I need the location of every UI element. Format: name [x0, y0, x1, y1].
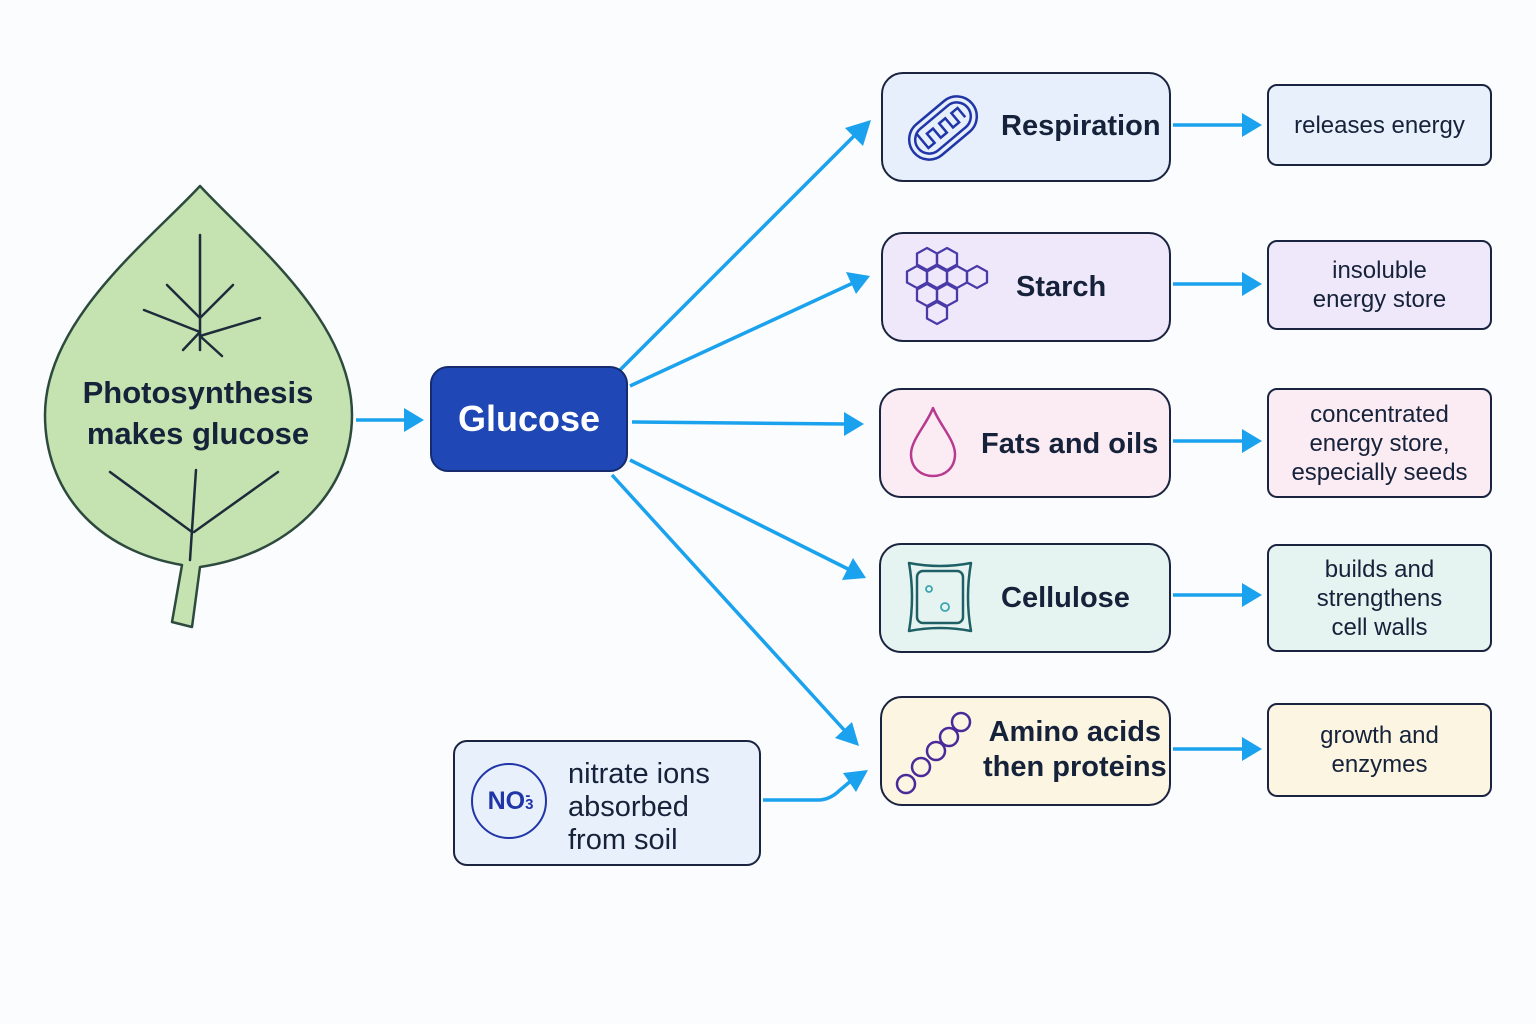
fats-output: concentrated energy store, especially se…: [1267, 388, 1492, 498]
leaf-label: Photosynthesis makes glucose: [58, 372, 338, 454]
respiration-node: Respiration: [881, 72, 1171, 182]
bead-chain-icon: [895, 711, 972, 795]
fats-label: Fats and oils: [981, 428, 1159, 460]
nitrate-subscript: 3: [525, 795, 534, 813]
amino-output-line2: enzymes: [1331, 751, 1428, 778]
nitrate-line1: nitrate ions: [568, 758, 710, 790]
nitrate-line3: from soil: [568, 824, 678, 856]
cellulose-label: Cellulose: [1001, 582, 1130, 614]
starch-output-line2: energy store: [1312, 286, 1447, 313]
nitrate-symbol: NO: [487, 786, 526, 815]
arrow-glucose-to-starch: [629, 272, 870, 388]
starch-output-line1: insoluble: [1332, 257, 1427, 284]
plant-cell-icon: [907, 561, 973, 633]
glucose-node: Glucose: [430, 366, 628, 472]
leaf-label-line1: Photosynthesis: [82, 375, 314, 410]
arrow-amino-output: [1173, 737, 1262, 761]
oil-drop-icon: [909, 406, 957, 478]
arrow-glucose-to-cellulose: [629, 458, 866, 580]
fats-node: Fats and oils: [879, 388, 1171, 498]
nitrate-superscript: -: [525, 786, 531, 804]
amino-output-line1: growth and: [1320, 722, 1439, 749]
fats-output-line2: energy store,: [1309, 429, 1450, 457]
arrow-respiration-output: [1173, 113, 1262, 137]
fats-output-line3: especially seeds: [1291, 458, 1468, 486]
amino-label-line2: then proteins: [983, 751, 1167, 783]
amino-label-line1: Amino acids: [988, 716, 1162, 748]
nitrate-line2: absorbed: [568, 791, 689, 823]
cellulose-output-line1: builds and: [1324, 555, 1435, 583]
arrow-starch-output: [1173, 272, 1262, 296]
amino-output: growth and enzymes: [1267, 703, 1492, 797]
mitochondrion-icon: [907, 95, 979, 161]
starch-output: insoluble energy store: [1267, 240, 1492, 330]
cellulose-output: builds and strengthens cell walls: [1267, 544, 1492, 652]
nitrate-text: nitrate ions absorbed from soil: [568, 758, 710, 857]
starch-label: Starch: [1016, 271, 1107, 303]
arrow-glucose-to-amino: [610, 473, 859, 746]
arrow-cellulose-output: [1173, 583, 1262, 607]
arrow-glucose-to-respiration: [618, 120, 871, 372]
arrow-glucose-to-fats: [631, 412, 864, 436]
hexagon-chain-icon: [905, 246, 989, 326]
leaf-icon: [43, 184, 354, 629]
cellulose-output-line3: cell walls: [1331, 613, 1428, 641]
respiration-output-line1: releases energy: [1294, 111, 1465, 139]
fats-output-line1: concentrated: [1310, 400, 1449, 428]
arrow-leaf-to-glucose: [356, 408, 424, 432]
amino-node: Amino acids then proteins: [880, 696, 1171, 806]
cellulose-output-line2: strengthens: [1316, 584, 1443, 612]
starch-node: Starch: [881, 232, 1171, 342]
cellulose-node: Cellulose: [879, 543, 1171, 653]
leaf-label-line2: makes glucose: [86, 416, 310, 451]
respiration-output: releases energy: [1267, 84, 1492, 166]
amino-label: Amino acids then proteins: [983, 715, 1167, 785]
arrow-fats-output: [1173, 429, 1262, 453]
respiration-label: Respiration: [1001, 110, 1161, 142]
arrow-nitrate-to-amino: [763, 770, 868, 802]
